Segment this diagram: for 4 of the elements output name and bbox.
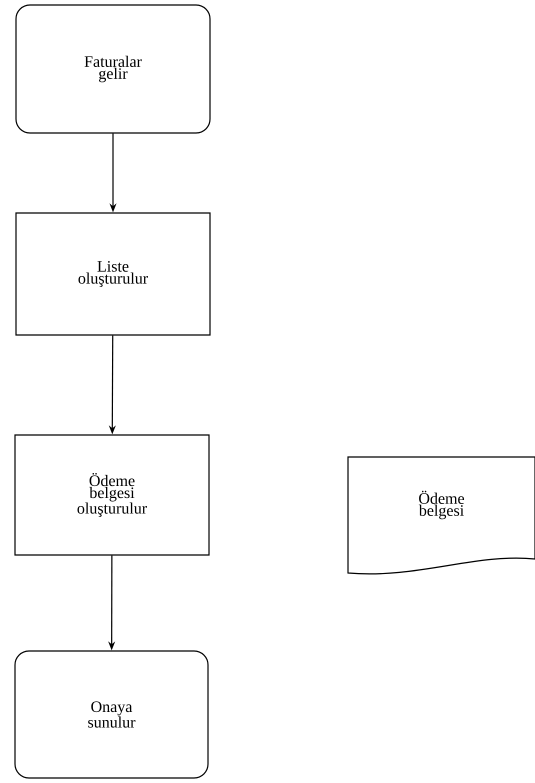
process-box: Ödeme belgesi oluşturulur [14,434,210,556]
terminal-box: Onaya sunulur [14,650,209,779]
process-box: Liste oluşturulur [15,212,211,336]
terminal-box: Faturalar gelir [15,4,211,134]
